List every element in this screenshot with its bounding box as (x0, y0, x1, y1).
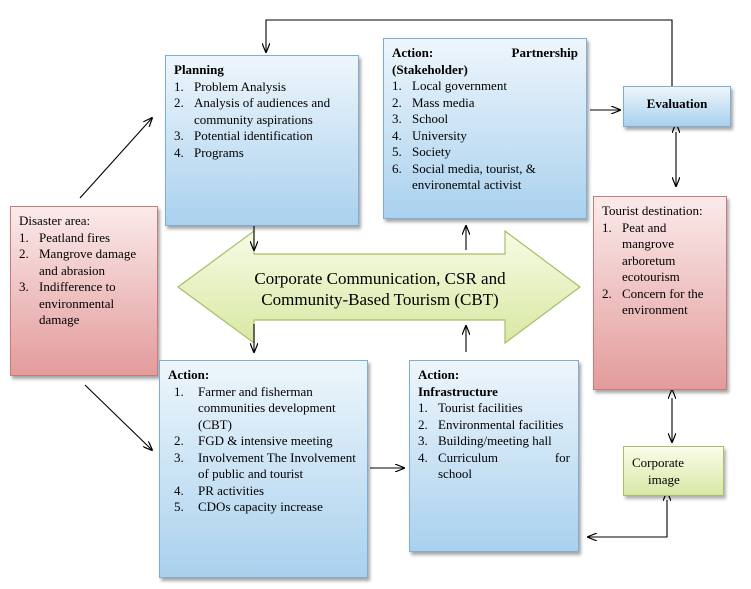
list-item: 3.Building/meeting hall (418, 433, 552, 448)
disaster-list: 1.Peatland fires 2.Mangrove damage and a… (19, 230, 149, 329)
action-community-box: Action: 1.Farmer and fisherman communiti… (159, 360, 368, 578)
list-item: 2.Analysis of audiences and community as… (174, 95, 331, 127)
partnership-title: Action:Partnership (392, 45, 578, 60)
list-item: 4.PR activities (174, 482, 265, 498)
partnership-list: 1.Local government 2.Mass media 3.School… (392, 78, 578, 194)
tourist-list: 1.Peat and mangrove arboretum ecotourism… (602, 220, 718, 319)
arrow-disaster-to-planning (79, 118, 152, 199)
tourist-title: Tourist destination: (602, 203, 703, 218)
action-community-list: 1.Farmer and fisherman communities devel… (174, 384, 359, 516)
corporate-image-line-2: image (648, 471, 680, 487)
planning-box: Planning 1.Problem Analysis 2.Analysis o… (165, 55, 359, 226)
list-item: 1.Local government (392, 78, 507, 93)
planning-title: Planning (174, 62, 224, 77)
partnership-subtitle: (Stakeholder) (392, 61, 468, 77)
list-item: 1.Peat and mangrove arboretum ecotourism (602, 219, 680, 285)
arrow-evaluation-to-planning (266, 19, 673, 86)
list-item: 5.CDOs capacity increase (174, 499, 323, 514)
cbt-line-1: Corporate Communication, CSR and (254, 269, 506, 288)
cbt-label: Corporate Communication, CSR and Communi… (230, 268, 530, 310)
list-item: 3.Involvement The Involvement of public … (174, 449, 356, 482)
list-item: 3.Potential identification (174, 128, 313, 143)
evaluation-box: Evaluation (623, 86, 731, 127)
disaster-title: Disaster area: (19, 213, 91, 228)
list-item: 2.Environmental facilities (418, 416, 564, 432)
list-item: 1.Farmer and fisherman communities devel… (174, 383, 336, 432)
list-item: 2.Concern for the enviro­nment (602, 285, 704, 318)
list-item: 1.Problem Analysis (174, 78, 287, 94)
tourist-box: Tourist destination: 1.Peat and mangrove… (593, 196, 727, 390)
disaster-box: Disaster area: 1.Peatland fires 2.Mangro… (10, 206, 158, 376)
list-item: 4.Programs (174, 144, 244, 160)
cbt-line-2: Community-Based Tourism (CBT) (261, 290, 499, 309)
list-item: 2.Mangrove damage and abrasion (19, 246, 137, 278)
partnership-box: Action:Partnership (Stakeholder) 1.Local… (383, 38, 587, 219)
list-item: 3.Indifference to environmental damage (19, 279, 116, 327)
infrastructure-box: Action: Infrastructure 1.Tourist facilit… (409, 360, 579, 552)
list-item: 6.Social media, tourist, & environemtal … (392, 160, 536, 193)
arrow-image-infra (588, 500, 667, 537)
arrow-disaster-to-action (84, 384, 152, 450)
list-item: 2.FGD & intensive meeting (174, 433, 333, 448)
list-item: 1.Tourist facilities (418, 400, 523, 415)
evaluation-title: Evaluation (646, 96, 708, 111)
list-item: 4.University (392, 127, 467, 143)
list-item: 5.Society (392, 144, 451, 159)
list-item: 3.School (392, 111, 449, 126)
list-item: 1.Peatland fires (19, 229, 111, 245)
infrastructure-title: Action: (418, 367, 460, 382)
infrastructure-subtitle: Infrastructure (418, 383, 498, 399)
list-item: 2.Mass media (392, 94, 475, 110)
corporate-image-line-1: Corporate (632, 455, 684, 470)
planning-list: 1.Problem Analysis 2.Analysis of audienc… (174, 79, 350, 162)
action-community-title: Action: (168, 367, 210, 382)
corporate-image-box: Corporate image (623, 446, 724, 496)
infrastructure-list: 1.Tourist facilities 2.Environmental fac… (418, 400, 570, 483)
